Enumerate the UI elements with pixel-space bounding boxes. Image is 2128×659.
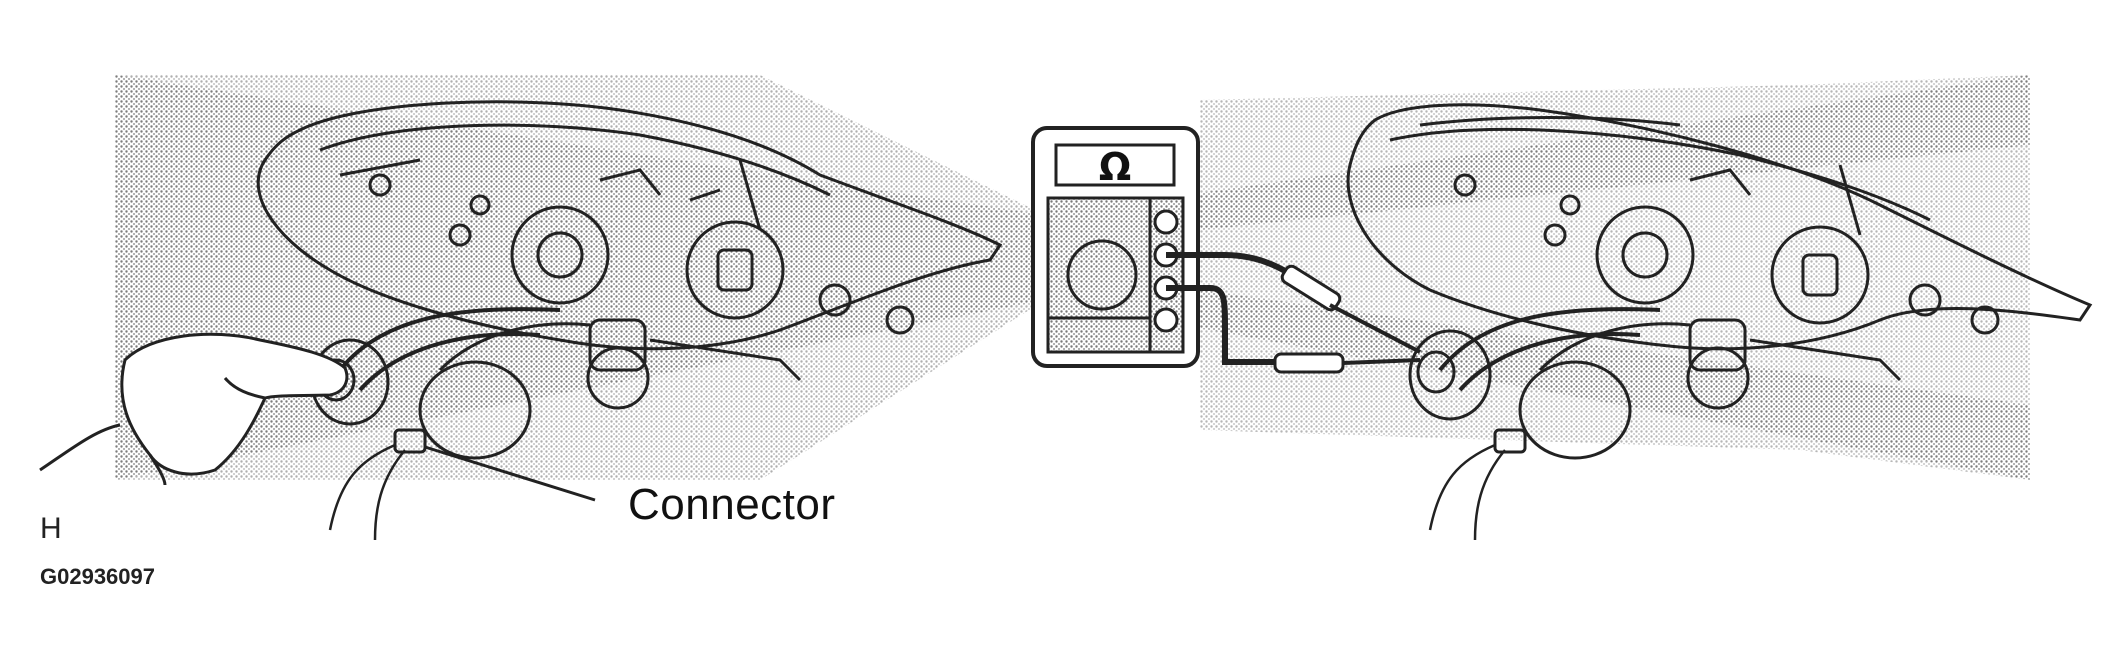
test-leads [1166,252,1421,374]
view-label: H [40,512,62,545]
figure-code-label: G02936097 [40,564,155,589]
hand-pressing-socket [39,332,349,486]
ohm-symbol: Ω [1099,145,1131,189]
ohmmeter: Ω [1031,126,1200,368]
connector-leader-line [424,445,596,502]
left-headlamp-assembly [256,100,1003,541]
right-headlamp-assembly [1346,103,2093,541]
connector-label: Connector [628,480,836,529]
